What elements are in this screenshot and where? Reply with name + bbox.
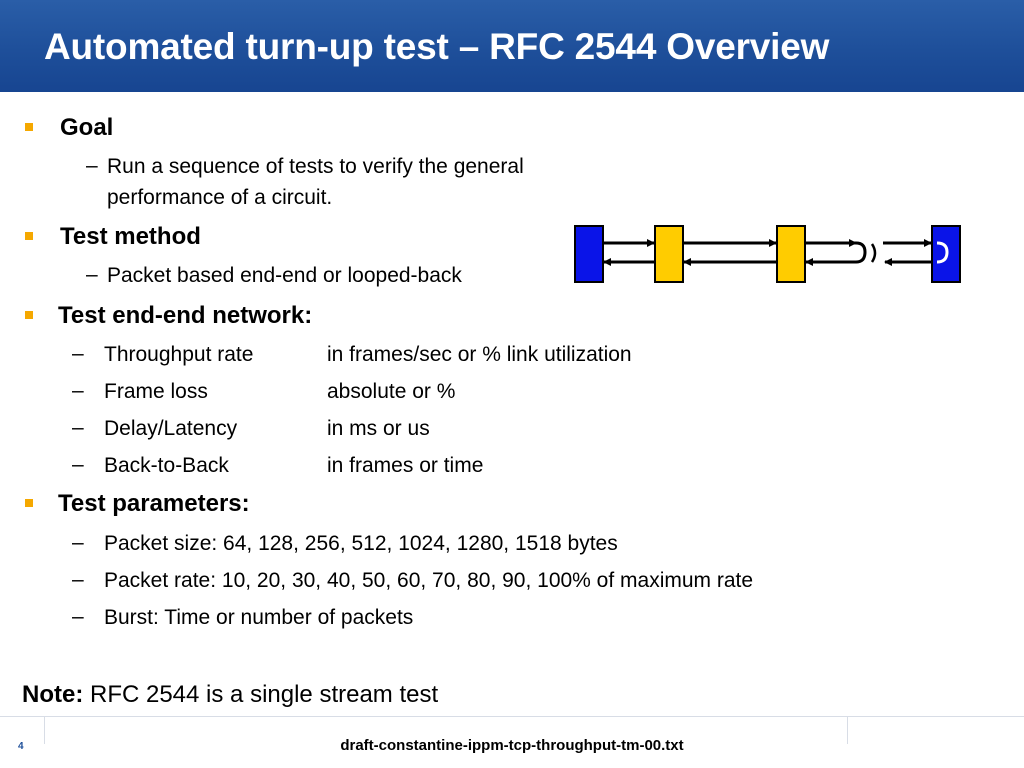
method-line-1: Packet based end-end or looped-back — [107, 264, 462, 287]
network-desc-1: in frames/sec or % link utilization — [327, 343, 632, 366]
network-desc-4: in frames or time — [327, 454, 484, 477]
bullet-network — [25, 311, 33, 319]
network-name-1: Throughput rate — [104, 343, 254, 366]
footer-doc-name: draft-constantine-ippm-tcp-throughput-tm… — [340, 737, 684, 754]
loopback-diagram — [574, 225, 961, 283]
bullet-goal — [25, 123, 33, 131]
loop-back-path — [805, 241, 867, 266]
method-heading: Test method — [60, 223, 201, 250]
dash-net-4: – — [72, 453, 84, 476]
dash-goal: – — [86, 154, 98, 177]
dash-param-2: – — [72, 568, 84, 591]
footer-vline-left — [44, 716, 45, 744]
node-1 — [654, 225, 684, 283]
endpoint-left — [574, 225, 604, 283]
dash-param-1: – — [72, 531, 84, 554]
dash-param-3: – — [72, 605, 84, 628]
param-line-3: Burst: Time or number of packets — [104, 606, 414, 629]
network-name-4: Back-to-Back — [104, 454, 229, 477]
bullet-params — [25, 499, 33, 507]
network-heading: Test end-end network: — [58, 302, 313, 329]
params-heading: Test parameters: — [58, 490, 250, 517]
note: Note: RFC 2544 is a single stream test — [22, 681, 438, 709]
node-2 — [776, 225, 806, 283]
footer-vline-right — [847, 716, 848, 744]
dash-net-2: – — [72, 379, 84, 402]
goal-line-2: performance of a circuit. — [107, 186, 333, 209]
note-label: Note: — [22, 681, 84, 708]
endpoint-right — [931, 225, 961, 283]
goal-heading: Goal — [60, 114, 114, 141]
loop-inner — [936, 241, 949, 264]
dash-net-1: – — [72, 342, 84, 365]
goal-line-1: Run a sequence of tests to verify the ge… — [107, 155, 524, 178]
dash-net-3: – — [72, 416, 84, 439]
network-desc-3: in ms or us — [327, 417, 430, 440]
network-name-3: Delay/Latency — [104, 417, 238, 440]
param-line-2: Packet rate: 10, 20, 30, 40, 50, 60, 70,… — [104, 569, 754, 592]
page-number: 4 — [18, 741, 24, 752]
param-line-1: Packet size: 64, 128, 256, 512, 1024, 12… — [104, 532, 618, 555]
bullet-method — [25, 232, 33, 240]
network-name-2: Frame loss — [104, 380, 208, 403]
note-text: RFC 2544 is a single stream test — [83, 681, 439, 708]
break-mark — [870, 243, 877, 263]
slide-title: Automated turn-up test – RFC 2544 Overvi… — [44, 26, 830, 67]
network-desc-2: absolute or % — [327, 380, 456, 403]
footer-divider — [0, 716, 1024, 717]
title-bar: Automated turn-up test – RFC 2544 Overvi… — [0, 0, 1024, 92]
dash-method: – — [86, 263, 98, 286]
